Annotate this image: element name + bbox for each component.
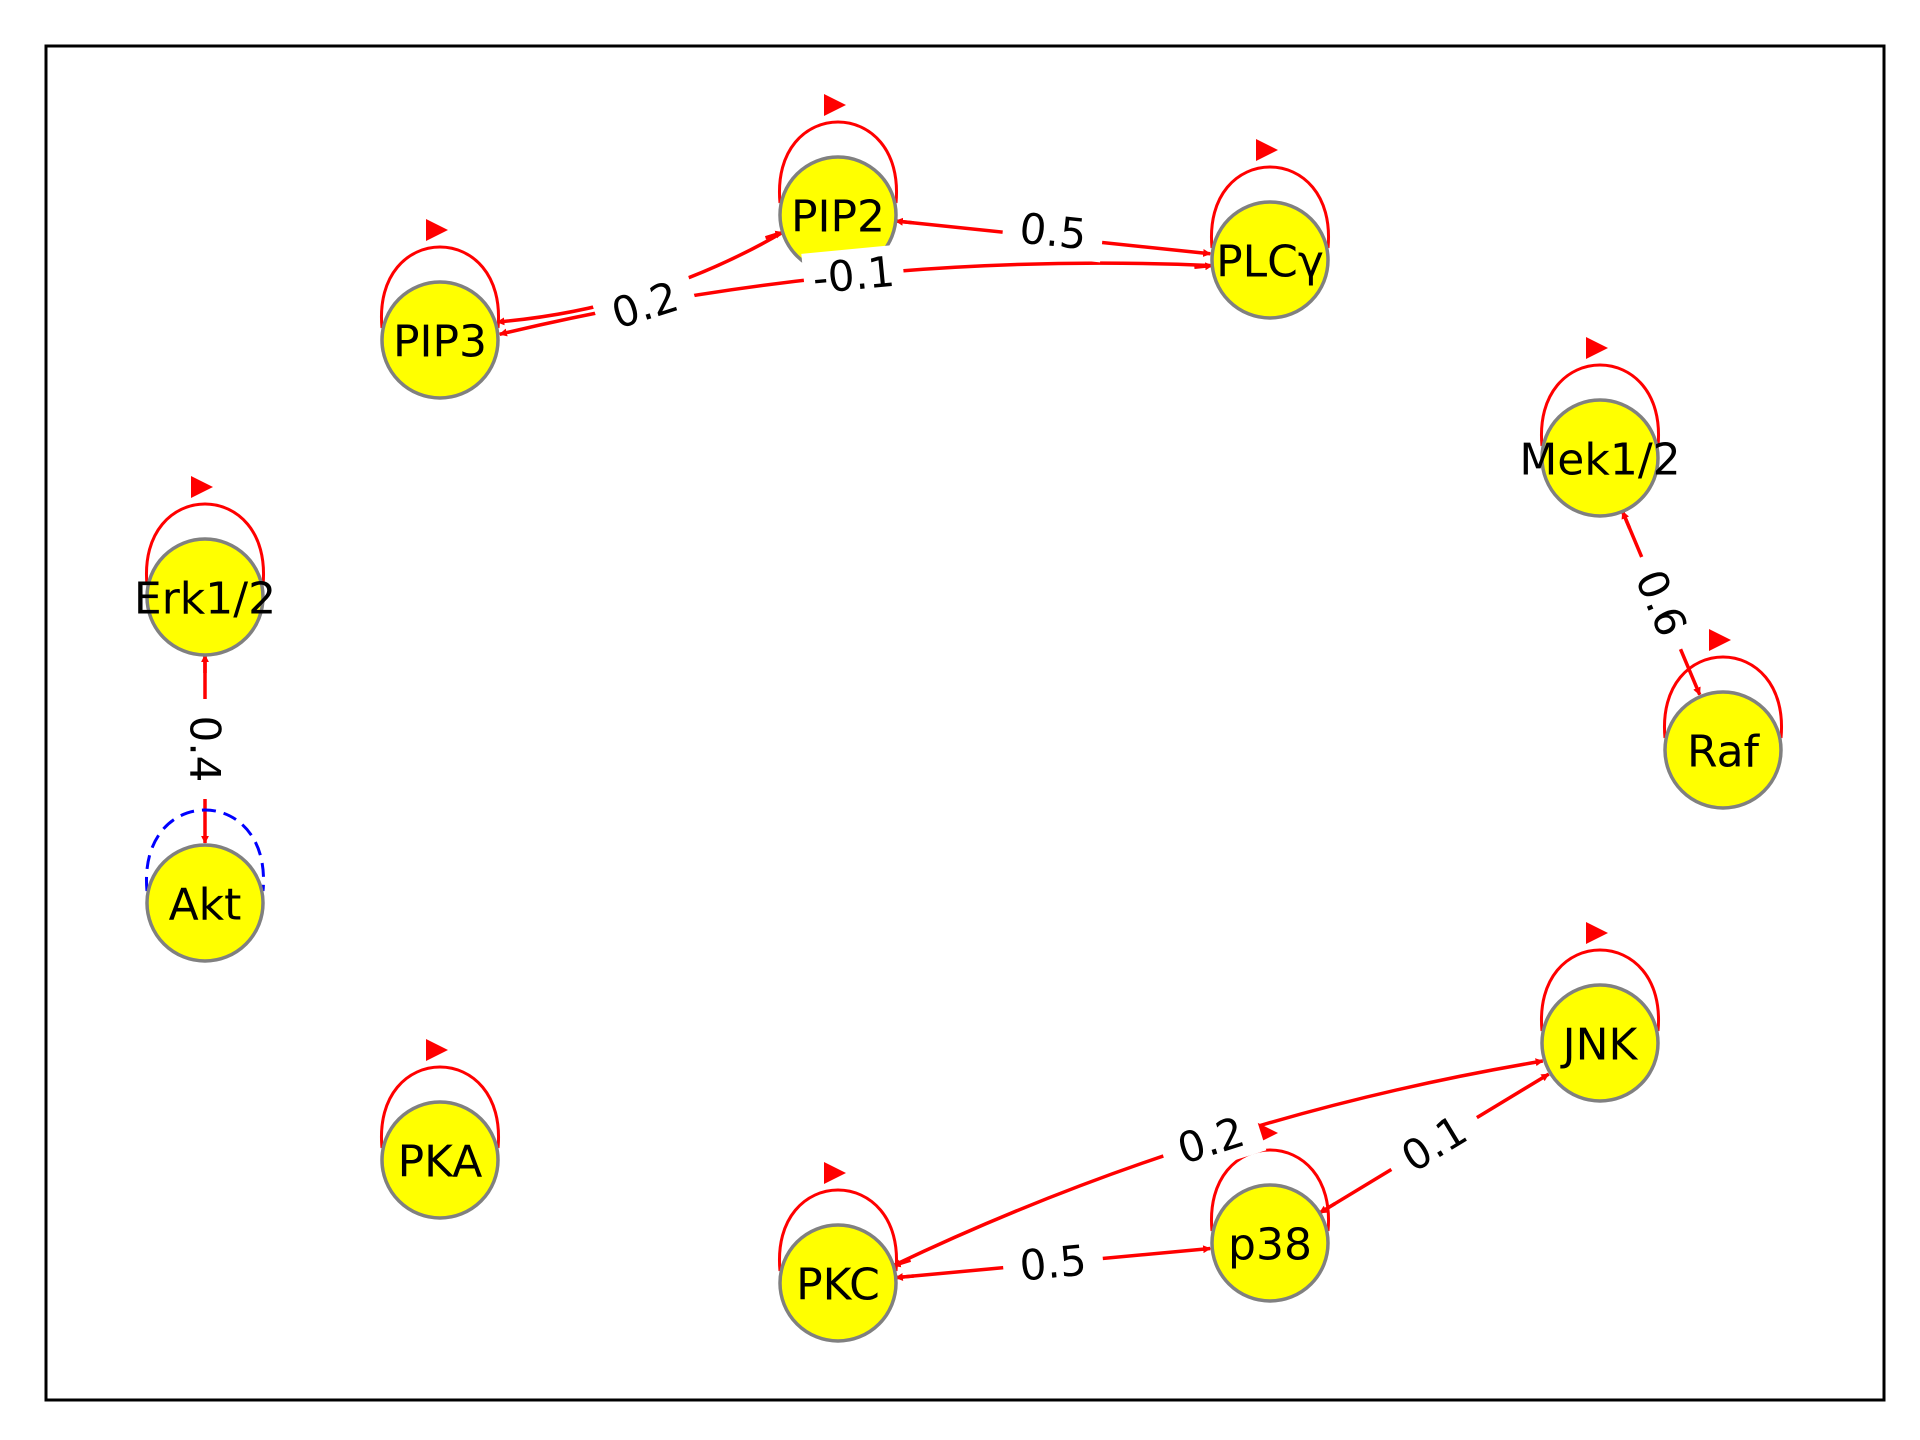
node-raf: Raf [1663, 690, 1783, 810]
self-loop-pip3 [380, 245, 500, 329]
self-loop-jnk [1540, 948, 1660, 1032]
self-loop-pka [380, 1065, 500, 1149]
node-pka: PKA [380, 1100, 500, 1220]
edge-label-group: 0.6 [1617, 546, 1705, 660]
edge-label: 0.5 [1017, 204, 1089, 260]
node-circle [380, 280, 500, 400]
self-loop-akt [145, 808, 265, 892]
node-label: PLCγ [1216, 237, 1324, 288]
self-loop-mek [1540, 363, 1660, 447]
edge-label: -0.1 [810, 247, 896, 304]
node-erk: Erk1/2 [134, 537, 276, 657]
node-label: p38 [1228, 1220, 1312, 1271]
node-label: Akt [169, 880, 242, 931]
node-label: JNK [1560, 1020, 1639, 1071]
node-pkc: PKC [778, 1223, 898, 1343]
edge-label-group: 0.2 [589, 265, 701, 345]
node-label: PKC [796, 1260, 880, 1311]
self-loop-arrowhead [191, 476, 213, 498]
self-loop-pip2 [778, 120, 898, 204]
self-loop-plcg [1210, 165, 1330, 249]
edge-pip2-plcg-arrowhead [894, 217, 914, 226]
node-label: Raf [1687, 727, 1761, 778]
edge-label-background [1000, 1232, 1106, 1294]
node-circle [380, 1100, 500, 1220]
node-label: PIP2 [791, 192, 885, 243]
node-pip3: PIP3 [380, 280, 500, 400]
plot-frame [44, 44, 1886, 1402]
edge-label-background [1155, 1100, 1267, 1181]
edge-plcg-pip3-arrowhead [1194, 262, 1214, 271]
node-circle [778, 1223, 898, 1343]
edge-label-background [179, 699, 231, 799]
edge-label: 0.4 [181, 716, 230, 783]
node-circle [1663, 690, 1783, 810]
edge-label-group: 0.1 [1377, 1095, 1491, 1192]
self-loop-arrowhead [824, 94, 846, 116]
edge-mek-raf-arrowhead [1620, 510, 1632, 529]
self-loop-arrowhead [824, 1162, 846, 1184]
node-circle [1210, 200, 1330, 320]
node-circle [1540, 983, 1660, 1103]
node-label: Erk1/2 [134, 574, 276, 625]
edge-label: 0.2 [1172, 1107, 1250, 1174]
edge-label-group: 0.5 [1000, 200, 1106, 263]
edge-labels-layer: 0.2 0.5 -0.1 0.6 0.4 0.2 0.5 0.1 [179, 200, 1705, 1294]
self-loop-p38 [1210, 1148, 1330, 1232]
edge-label-group: 0.5 [1000, 1232, 1106, 1294]
node-label: PIP3 [393, 317, 487, 368]
self-loop-arrowhead [426, 1039, 448, 1061]
self-loop-pkc [778, 1188, 898, 1272]
edge-label-group: 0.2 [1155, 1100, 1267, 1181]
self-loop-raf [1663, 655, 1783, 739]
node-mek: Mek1/2 [1519, 398, 1681, 518]
edge-label-group: 0.4 [179, 699, 231, 799]
node-plcg: PLCγ [1210, 200, 1330, 320]
node-label: Mek1/2 [1519, 435, 1680, 486]
edge-label-background [1377, 1095, 1491, 1192]
node-p38: p38 [1210, 1183, 1330, 1303]
self-loop-arrowhead [1586, 337, 1608, 359]
self-loop-arrowhead [1709, 629, 1731, 651]
node-circle [1540, 398, 1660, 518]
edge-label-background [801, 244, 906, 306]
edge-label: 0.2 [606, 272, 684, 339]
node-label: PKA [398, 1137, 483, 1188]
self-loop-arrowhead [1586, 922, 1608, 944]
edge-pip2-pip3-arrowhead [764, 230, 784, 240]
node-akt: Akt [145, 843, 265, 963]
edge-label: 0.5 [1017, 1236, 1088, 1291]
self-loop-arrowhead [426, 219, 448, 241]
node-circle [1210, 1183, 1330, 1303]
edge-label-background [589, 265, 701, 345]
edge-pkc-p38-arrowhead [894, 1273, 914, 1281]
edge-label-group: -0.1 [801, 244, 906, 306]
node-circle [145, 537, 265, 657]
edge-label-background [1000, 200, 1106, 263]
self-loops-layer [145, 94, 1783, 1272]
node-circle [145, 843, 265, 963]
edge-label-background [1617, 546, 1705, 660]
node-jnk: JNK [1540, 983, 1660, 1103]
self-loop-erk [145, 502, 265, 586]
self-loop-arrowhead [1256, 139, 1278, 161]
